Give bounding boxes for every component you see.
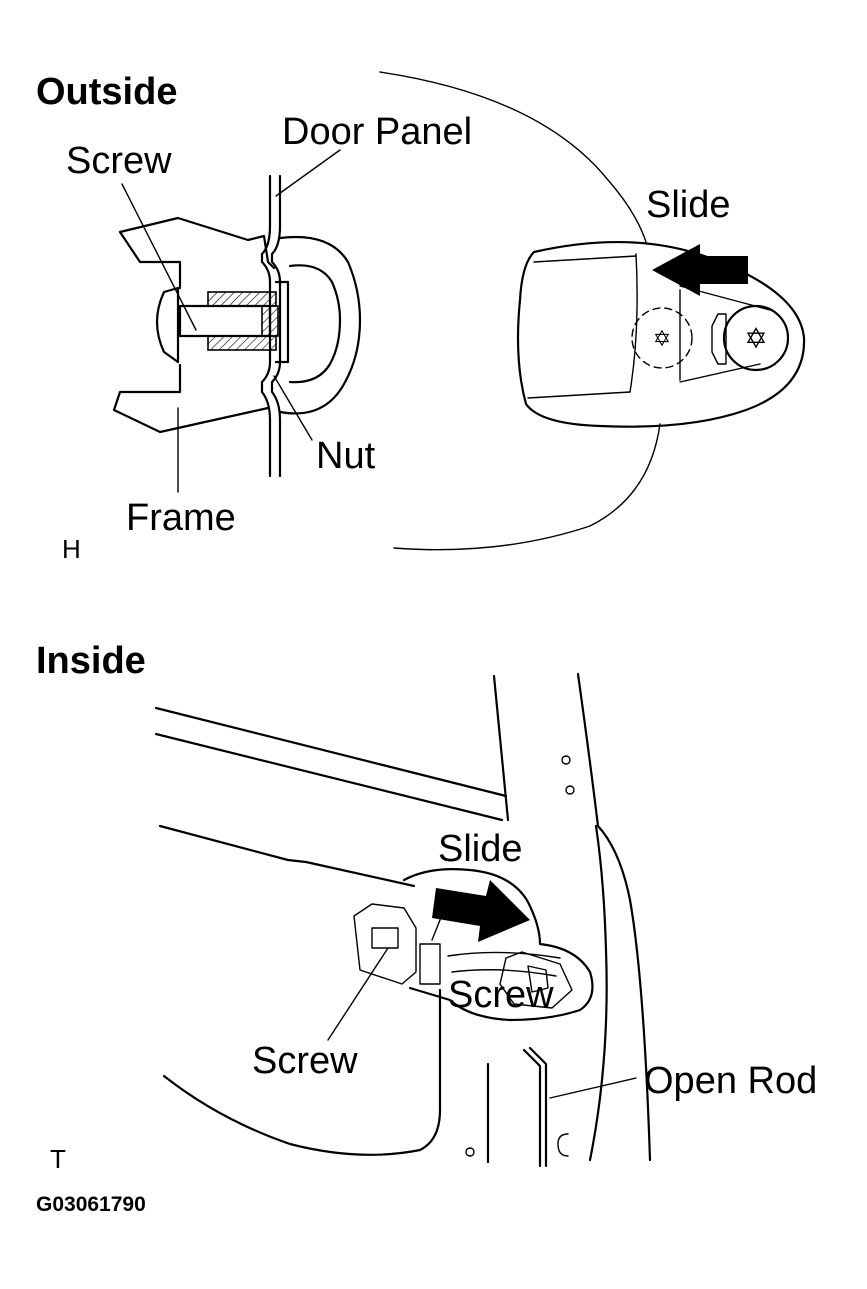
figure-code: G03061790: [36, 1193, 146, 1216]
door-panel-label: Door Panel: [282, 111, 473, 153]
outside-handle-view: ✡ ✡: [379, 71, 806, 551]
inside-view: [154, 672, 652, 1168]
slide-label-inside: Slide: [438, 828, 523, 870]
svg-text:✡: ✡: [744, 322, 767, 355]
svg-text:✡: ✡: [653, 327, 671, 352]
slide-label-outside: Slide: [646, 184, 731, 226]
screw-label-outside: Screw: [66, 140, 172, 182]
nut-label: Nut: [316, 435, 376, 477]
frame-label: Frame: [126, 497, 236, 539]
screw-label-inside-top: Screw: [448, 974, 554, 1016]
outside-title: Outside: [36, 71, 178, 113]
inside-view-mark: T: [50, 1144, 66, 1174]
outside-cross-section: [112, 149, 362, 493]
screw-label-inside-bottom: Screw: [252, 1040, 358, 1082]
open-rod-label: Open Rod: [644, 1060, 818, 1102]
inside-title: Inside: [36, 640, 146, 682]
outside-view-mark: H: [62, 534, 81, 564]
